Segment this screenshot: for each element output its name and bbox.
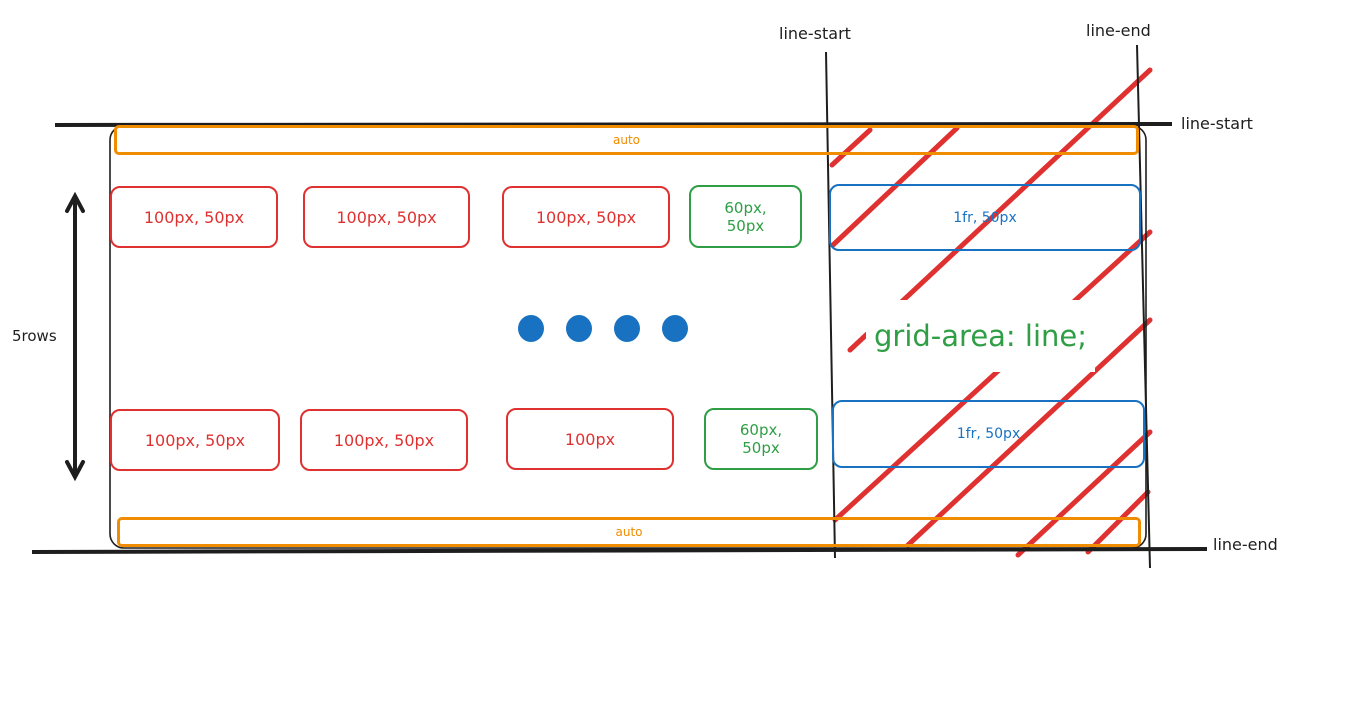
- ellipsis-dot: [518, 315, 544, 342]
- grid-cell-row5-col3: 100px: [506, 408, 674, 470]
- auto-row-bottom: auto: [117, 517, 1141, 547]
- grid-cell-row1-col4: 60px, 50px: [689, 185, 802, 248]
- row-line-end: [31, 547, 1208, 554]
- rows-count-label: 5rows: [12, 327, 57, 345]
- grid-area-label: grid-area: line;: [866, 300, 1096, 372]
- grid-cell-row5-col4: 60px, 50px: [704, 408, 818, 470]
- column-line-end-label: line-end: [1086, 21, 1151, 40]
- grid-cell-row1-col5: 1fr, 50px: [829, 184, 1141, 251]
- auto-row-top: auto: [114, 125, 1139, 155]
- column-line-start: [825, 51, 836, 559]
- grid-cell-row5-col1: 100px, 50px: [110, 409, 280, 471]
- ellipsis-dot: [662, 315, 688, 342]
- ellipsis-dot: [614, 315, 640, 342]
- row-line-start: [54, 122, 1173, 127]
- grid-cell-row1-col3: 100px, 50px: [502, 186, 670, 248]
- grid-cell-row1-col1: 100px, 50px: [110, 186, 278, 248]
- grid-cell-row5-col2: 100px, 50px: [300, 409, 468, 471]
- row-line-end-label: line-end: [1213, 535, 1278, 554]
- grid-cell-row1-col2: 100px, 50px: [303, 186, 470, 248]
- column-line-start-label: line-start: [779, 24, 851, 43]
- row-line-start-label: line-start: [1181, 114, 1253, 133]
- rows-span-arrow: [65, 191, 85, 482]
- ellipsis-dot: [566, 315, 592, 342]
- column-line-end: [1136, 44, 1151, 569]
- grid-cell-row5-col5: 1fr, 50px: [832, 400, 1145, 468]
